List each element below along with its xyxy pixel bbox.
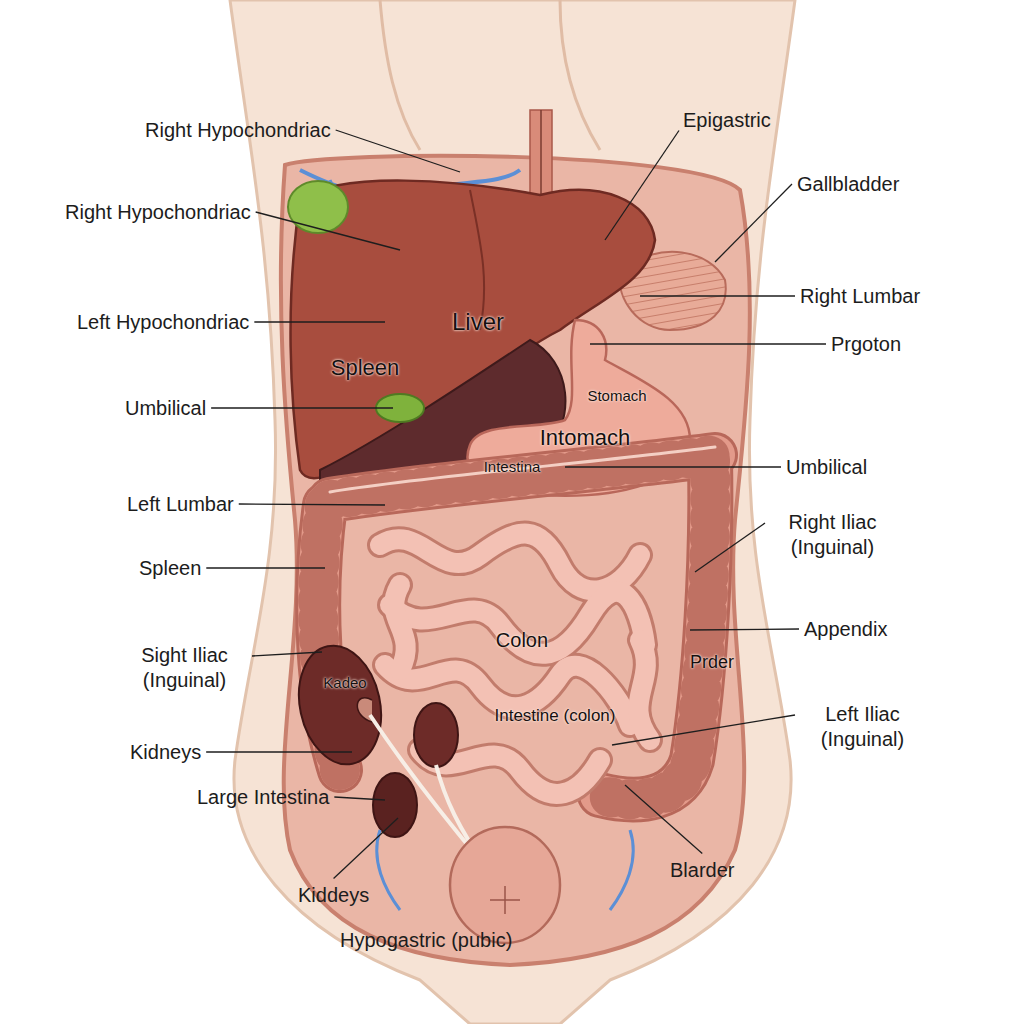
leader-line xyxy=(612,715,795,745)
large-intestine xyxy=(318,447,715,799)
leader-line xyxy=(254,321,385,322)
region-label: Umbilical xyxy=(786,455,867,480)
blood-vessel xyxy=(610,830,633,910)
region-label: Large Intestina xyxy=(197,785,329,810)
organ-label: Intestina xyxy=(484,458,541,477)
region-label: Right Hypochondriac xyxy=(65,200,251,225)
blood-vessel xyxy=(377,830,400,910)
region-label: Kidneys xyxy=(130,740,201,765)
leader-line xyxy=(206,567,325,568)
region-label: Epigastric xyxy=(683,108,771,133)
organ-label: Intomach xyxy=(540,424,631,452)
organ-label: Prder xyxy=(690,651,734,674)
bladder-mark xyxy=(504,886,506,914)
leader-line xyxy=(690,629,799,630)
gallbladder xyxy=(288,181,348,233)
leader-line xyxy=(239,504,385,505)
organ-label: Liver xyxy=(452,307,504,337)
torso xyxy=(230,0,795,1024)
leader-line xyxy=(256,212,400,250)
region-label: Sight Iliac (Inguinal) xyxy=(122,643,247,693)
region-label: Kiddeys xyxy=(298,883,369,908)
leader-line xyxy=(590,343,826,344)
small-intestine xyxy=(380,534,650,794)
region-label: Gallbladder xyxy=(797,172,899,197)
region-label: Left Iliac (Inguinal) xyxy=(800,702,925,752)
region-label: Blarder xyxy=(670,858,734,883)
region-label: Left Hypochondriac xyxy=(77,310,249,335)
region-label: Appendix xyxy=(804,617,887,642)
region-label: Right Lumbar xyxy=(800,284,920,309)
organ-label: Kadeo xyxy=(323,674,366,693)
chest-line xyxy=(560,0,600,150)
region-label: Right Iliac (Inguinal) xyxy=(770,510,895,560)
leader-line xyxy=(334,818,398,879)
organ-label: Spleen xyxy=(331,354,400,382)
region-label: Prgoton xyxy=(831,332,901,357)
region-label: Hypogastric (pubic) xyxy=(340,928,512,953)
leader-line xyxy=(206,751,352,752)
organ-label: Stomach xyxy=(587,387,646,406)
region-label: Right Hypochondriac xyxy=(145,118,331,143)
leader-line xyxy=(565,466,781,467)
region-label: Spleen xyxy=(139,556,201,581)
leader-line xyxy=(252,652,322,656)
leader-line xyxy=(211,407,393,408)
organ-label: Colon xyxy=(496,628,548,653)
leader-line xyxy=(695,523,765,572)
chest-line xyxy=(380,0,420,150)
leader-line xyxy=(625,785,702,854)
abdominal-cavity xyxy=(281,156,750,965)
bladder xyxy=(450,827,560,943)
leader-line xyxy=(605,131,679,241)
leader-line xyxy=(715,184,792,262)
organ-label: Intestine (colon) xyxy=(495,705,616,726)
leader-line xyxy=(336,130,460,172)
region-label: Left Lumbar xyxy=(127,492,234,517)
region-label: Umbilical xyxy=(125,396,206,421)
leader-line xyxy=(640,295,795,296)
leader-line xyxy=(334,797,385,800)
